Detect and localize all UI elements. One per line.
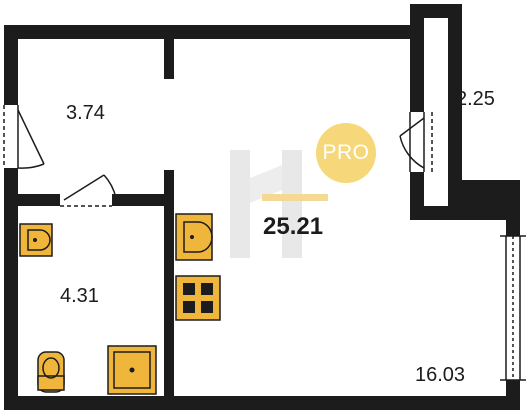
door-icon (60, 174, 117, 207)
total-area: 25.21 (263, 213, 324, 240)
door-icon (399, 112, 433, 172)
room-area-living: 16.03 (415, 364, 466, 386)
room-area-storage: 2.25 (456, 88, 495, 110)
shower-tray-icon (107, 345, 157, 395)
window-icon (500, 235, 526, 381)
kitchen-sink-icon (175, 213, 213, 261)
walls (4, 4, 520, 410)
room-area-bathroom: 4.31 (60, 285, 99, 307)
brand-logo-icon (230, 150, 328, 258)
room-area-hall: 3.74 (66, 102, 105, 124)
pro-badge-label: PRO (322, 141, 370, 164)
stove-icon (175, 275, 221, 321)
toilet-icon (37, 351, 65, 393)
sink-icon (19, 223, 53, 257)
door-icon (3, 105, 45, 169)
pro-badge: PRO (316, 123, 376, 183)
